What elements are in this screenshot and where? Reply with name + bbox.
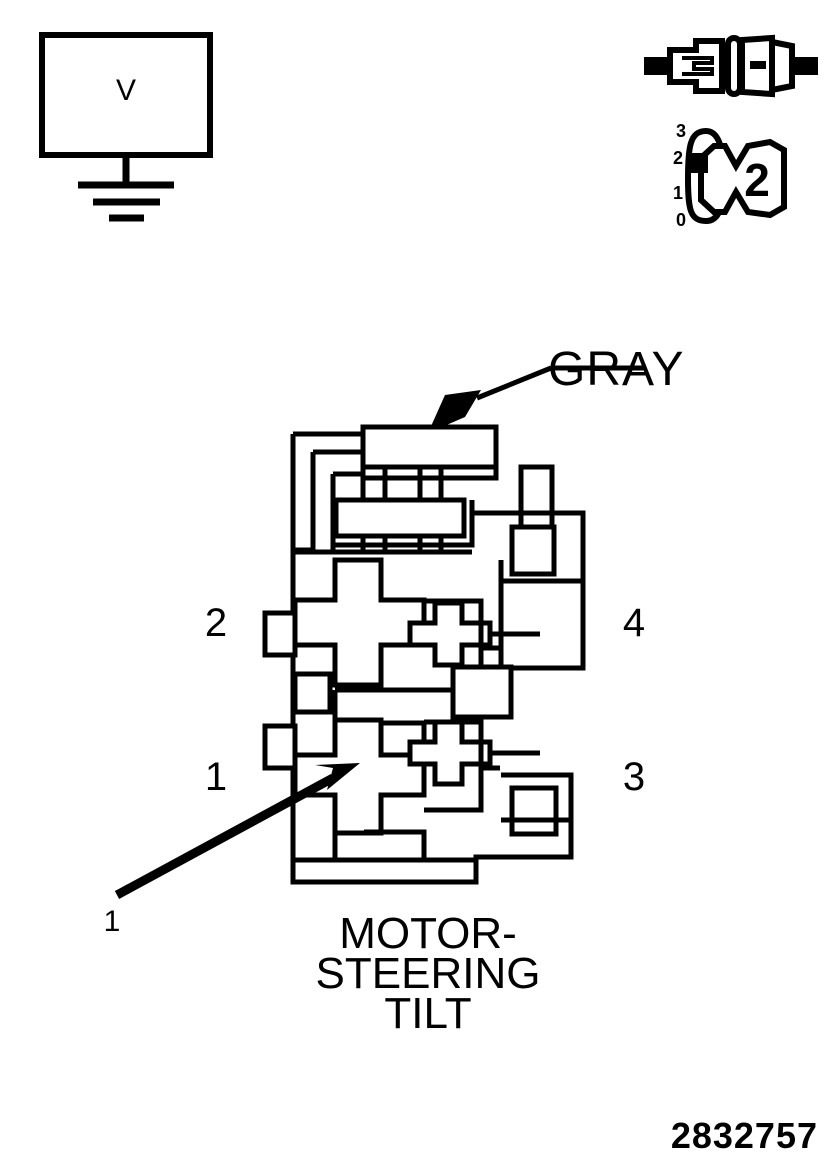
connector-disconnect-symbol bbox=[644, 34, 818, 98]
disconnect-female-slot bbox=[750, 61, 766, 69]
connector-body bbox=[262, 424, 586, 885]
selector-position-marker bbox=[686, 153, 708, 173]
position-label-3: 3 bbox=[676, 121, 686, 141]
probe-arrow-pin1: 1 bbox=[104, 763, 360, 938]
connector-inner-notch bbox=[292, 671, 333, 715]
connector-top-shroud bbox=[360, 424, 499, 470]
caption-line-2: STEERING bbox=[316, 949, 541, 998]
connector-latch-window bbox=[333, 497, 467, 539]
ground-symbol bbox=[78, 155, 174, 222]
position-selector-symbol: 3 2 1 0 2 bbox=[673, 121, 787, 230]
pin-label-2: 2 bbox=[205, 601, 227, 645]
disconnect-right-wire bbox=[792, 57, 818, 75]
caption-line-3: TILT bbox=[384, 989, 471, 1038]
connector-lock-window-bottom bbox=[509, 785, 559, 837]
disconnect-separator bbox=[725, 35, 743, 97]
connector-lock-window-top bbox=[509, 524, 557, 577]
gray-leader-diagonal bbox=[476, 365, 552, 401]
gray-callout: GRAY bbox=[428, 343, 684, 433]
connector-cavity-large-lower bbox=[292, 717, 427, 836]
pin-label-4: 4 bbox=[623, 601, 645, 645]
part-number: 2832757 bbox=[671, 1115, 818, 1156]
connector-caption: MOTOR- STEERING TILT bbox=[316, 909, 541, 1038]
connector-left-tab-pin2 bbox=[262, 610, 298, 658]
connector-right-lower-box bbox=[501, 772, 574, 857]
gray-label: GRAY bbox=[548, 343, 684, 396]
probe-arrow-shaft bbox=[114, 774, 336, 899]
disconnect-left-wire bbox=[644, 57, 670, 75]
probe-arrow-label: 1 bbox=[104, 905, 121, 938]
connector-cavity-large-upper bbox=[292, 557, 427, 688]
selector-position-number: 2 bbox=[744, 154, 770, 206]
voltmeter-label: V bbox=[116, 74, 136, 107]
caption-line-1: MOTOR- bbox=[339, 909, 517, 958]
pin-label-3: 3 bbox=[623, 755, 645, 799]
connector-lock-tower bbox=[518, 464, 555, 530]
pin-labels: 2 1 4 3 bbox=[205, 601, 645, 799]
voltmeter-symbol: V bbox=[39, 32, 213, 222]
connector-shell-inner-left bbox=[293, 452, 316, 553]
connector-mid-right-box bbox=[450, 664, 514, 720]
gray-leader-arrowhead bbox=[428, 390, 481, 433]
pin-label-1: 1 bbox=[205, 755, 227, 799]
connector-skirt-top bbox=[364, 829, 427, 860]
probe-arrow-head bbox=[315, 763, 360, 790]
position-label-2: 2 bbox=[673, 148, 683, 168]
position-label-1: 1 bbox=[673, 183, 683, 203]
selector-body bbox=[698, 138, 787, 219]
connector-top-shroud-lip bbox=[363, 467, 499, 481]
connector-cavity-small-lower bbox=[407, 719, 493, 787]
disconnect-female-back bbox=[769, 38, 795, 94]
disconnect-male-blade bbox=[682, 56, 714, 76]
position-label-0: 0 bbox=[676, 210, 686, 230]
connector-left-tab-pin1 bbox=[262, 723, 298, 771]
